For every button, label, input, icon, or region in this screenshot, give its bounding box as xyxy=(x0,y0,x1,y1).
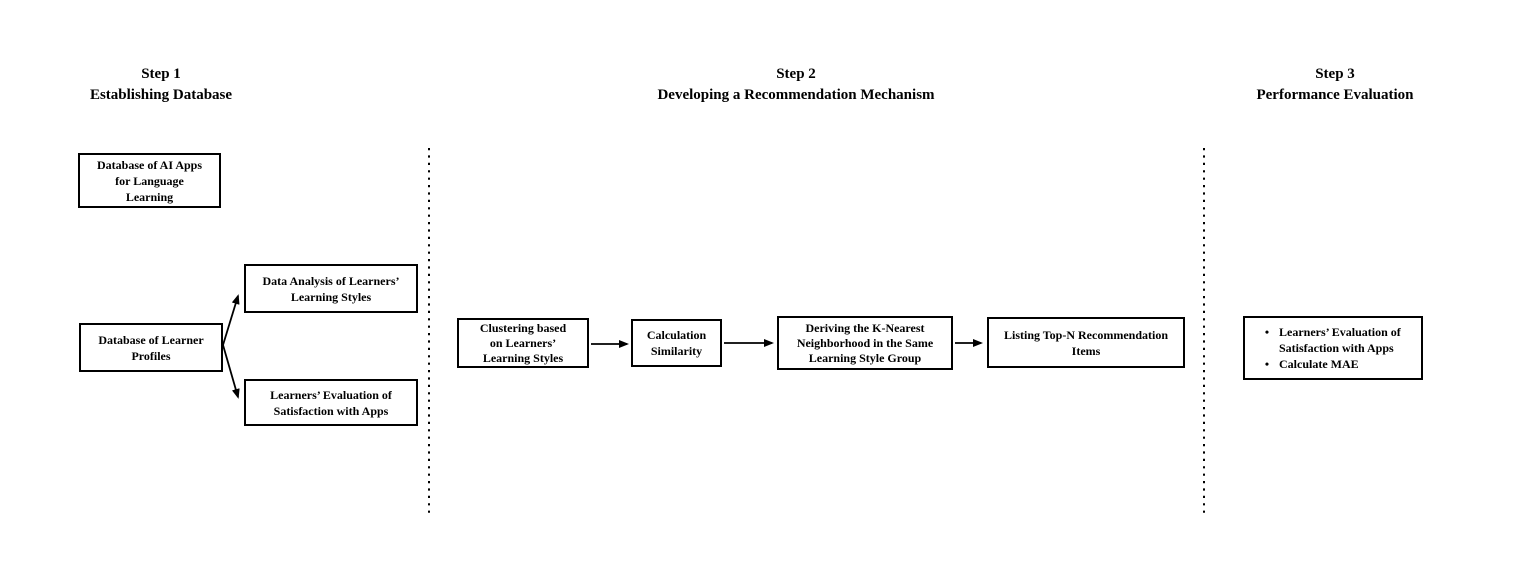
box-line: Profiles xyxy=(131,348,171,363)
box-data-analysis-learning-styles: Data Analysis of Learners’ Learning Styl… xyxy=(244,264,418,313)
box-line: Items xyxy=(1071,343,1101,358)
step1-header: Step 1 Establishing Database xyxy=(21,64,301,106)
box-line: Data Analysis of Learners’ xyxy=(262,273,400,288)
box-line: Similarity xyxy=(650,344,703,358)
step3-header: Step 3 Performance Evaluation xyxy=(1195,64,1475,106)
step1-subtitle: Establishing Database xyxy=(89,87,233,103)
box-learners-evaluation-satisfaction: Learners’ Evaluation of Satisfaction wit… xyxy=(244,379,418,426)
box-line: Database of AI Apps xyxy=(96,157,203,172)
box-line: Clustering based xyxy=(479,320,567,335)
box-line: Learning Styles xyxy=(290,289,372,304)
step2-subtitle: Developing a Recommendation Mechanism xyxy=(657,87,935,103)
step2-header: Step 2 Developing a Recommendation Mecha… xyxy=(626,64,966,106)
step2-title: Step 2 xyxy=(776,66,816,82)
box-line: Listing Top-N Recommendation xyxy=(1003,327,1169,342)
arrow-profiles-to-learners-eval xyxy=(222,344,240,399)
box-database-learner-profiles: Database of Learner Profiles xyxy=(79,323,223,372)
step3-subtitle: Performance Evaluation xyxy=(1256,87,1414,103)
box-line: Learning Styles xyxy=(482,350,564,365)
bullet-icon: • xyxy=(1264,357,1270,371)
box-database-ai-apps: Database of AI Apps for Language Learnin… xyxy=(78,153,221,208)
box-line: Deriving the K-Nearest xyxy=(805,320,925,335)
box-line: Learning xyxy=(125,189,174,204)
box-line: Database of Learner xyxy=(98,332,204,347)
box-performance-evaluation-list: • Learners’ Evaluation of Satisfaction w… xyxy=(1243,316,1423,380)
box-line: Learners’ Evaluation of xyxy=(270,387,392,402)
box-k-nearest-neighborhood: Deriving the K-Nearest Neighborhood in t… xyxy=(777,316,953,370)
step1-title: Step 1 xyxy=(141,66,181,82)
box-line: Calculation xyxy=(646,328,707,342)
bullet-text: Calculate MAE xyxy=(1279,357,1359,371)
list-item: • Learners’ Evaluation of Satisfaction w… xyxy=(1255,324,1415,356)
box-line: Learning Style Group xyxy=(808,350,922,365)
list-item: • Calculate MAE xyxy=(1255,356,1415,372)
box-calculation-similarity: Calculation Similarity xyxy=(631,319,722,367)
bullet-text: Learners’ Evaluation of Satisfaction wit… xyxy=(1279,325,1401,355)
box-top-n-recommendation: Listing Top-N Recommendation Items xyxy=(987,317,1185,368)
box-line: Neighborhood in the Same xyxy=(796,335,934,350)
bullet-icon: • xyxy=(1264,325,1270,339)
arrow-profiles-to-data-analysis xyxy=(222,294,240,346)
box-line: Satisfaction with Apps xyxy=(273,403,389,418)
box-line: on Learners’ xyxy=(489,335,557,350)
box-line: for Language xyxy=(115,173,184,188)
box-clustering-learning-styles: Clustering based on Learners’ Learning S… xyxy=(457,318,589,368)
step3-title: Step 3 xyxy=(1315,66,1355,82)
